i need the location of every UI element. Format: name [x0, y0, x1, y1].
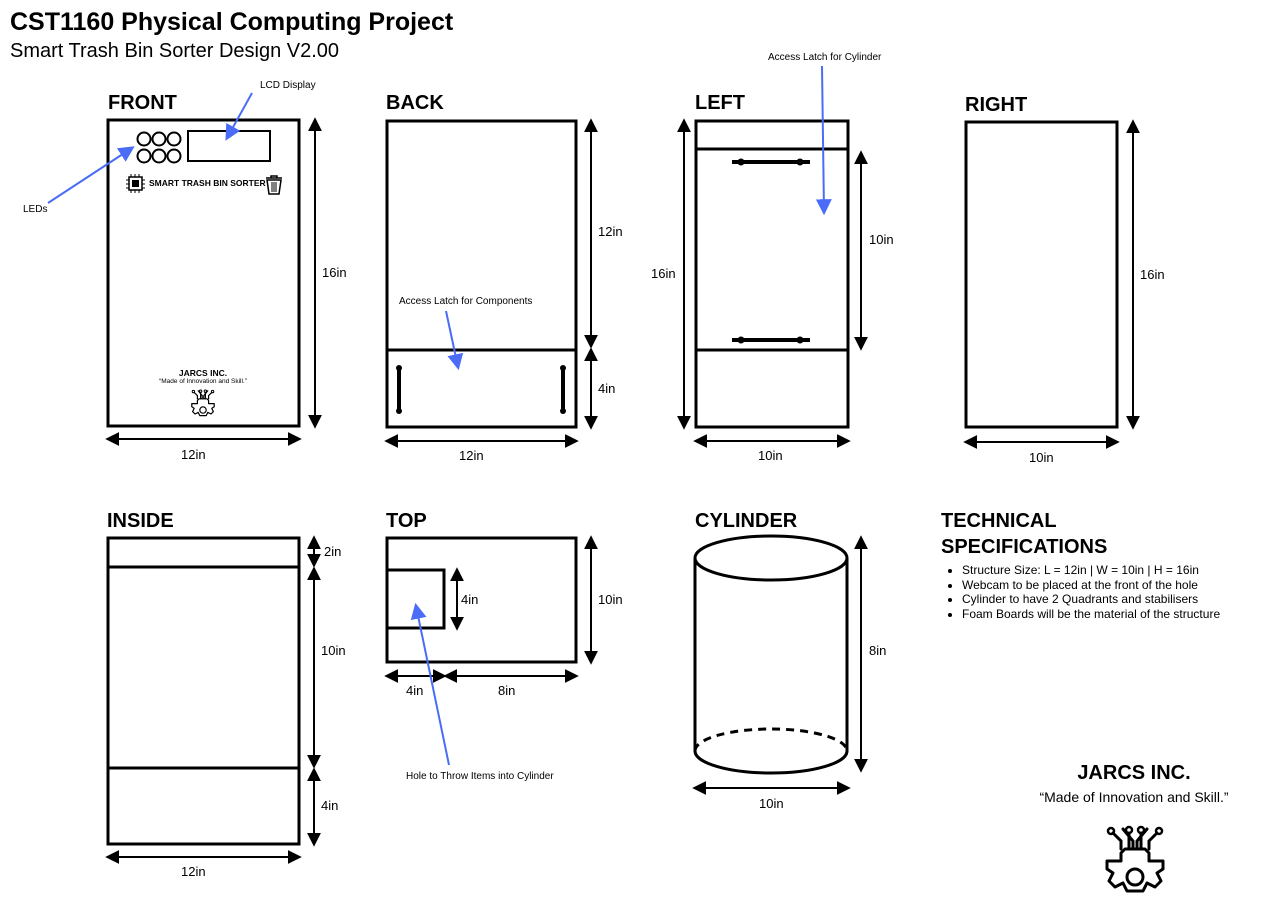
back-view: [384, 118, 598, 448]
top-height-dim: 10in: [598, 592, 623, 607]
led-array: [136, 131, 182, 164]
front-height-dim: 16in: [322, 265, 347, 280]
left-latch-handle-bottom: [732, 336, 810, 344]
page-title: CST1160 Physical Computing Project: [10, 8, 454, 36]
back-lower-dim: 4in: [598, 381, 616, 396]
back-latch-handle-left: [396, 365, 402, 414]
inside-top-dim: 2in: [324, 544, 342, 559]
leds-callout: LEDs: [23, 204, 48, 215]
left-height-dim: 16in: [651, 266, 676, 281]
inside-width-dim: 12in: [181, 864, 206, 879]
front-view: [47, 92, 322, 446]
right-width-dim: 10in: [1029, 450, 1054, 465]
inside-label: INSIDE: [107, 510, 174, 532]
spec-item: Structure Size: L = 12in | W = 10in | H …: [962, 563, 1262, 578]
left-view: [677, 65, 868, 448]
front-label: FRONT: [108, 92, 177, 114]
circuit-gear-logo-icon: [1105, 825, 1165, 893]
specs-list: Structure Size: L = 12in | W = 10in | H …: [941, 563, 1262, 621]
top-hole-width-dim: 4in: [406, 683, 424, 698]
front-logo-text: SMART TRASH BIN SORTER: [149, 178, 266, 188]
right-view: [963, 119, 1140, 449]
cylinder-width-dim: 10in: [759, 796, 784, 811]
top-rest-width-dim: 8in: [498, 683, 516, 698]
lcd-display-callout: LCD Display: [260, 80, 316, 91]
cylinder-label: CYLINDER: [695, 510, 798, 532]
cylinder-view: [692, 534, 868, 795]
left-label: LEFT: [695, 92, 745, 114]
footer-company-name: JARCS INC.: [1077, 762, 1191, 784]
back-latch-handle-right: [560, 365, 566, 414]
specs-title: TECHNICAL SPECIFICATIONS: [941, 510, 1108, 558]
back-width-dim: 12in: [459, 448, 484, 463]
footer-company-slogan: “Made of Innovation and Skill.”: [1039, 789, 1229, 805]
inside-bottom-dim: 4in: [321, 798, 339, 813]
front-width-dim: 12in: [181, 447, 206, 462]
page-subtitle: Smart Trash Bin Sorter Design V2.00: [10, 40, 340, 62]
front-company-slogan: “Made of Innovation and Skill.”: [159, 378, 247, 385]
left-width-dim: 10in: [758, 448, 783, 463]
right-label: RIGHT: [965, 94, 1028, 116]
back-upper-dim: 12in: [598, 224, 623, 239]
chip-icon: [126, 174, 145, 193]
left-latch-callout: Access Latch for Cylinder: [768, 52, 882, 63]
spec-item: Cylinder to have 2 Quadrants and stabili…: [962, 592, 1262, 607]
top-hole: [385, 568, 446, 630]
cylinder-height-dim: 8in: [869, 643, 887, 658]
top-hole-height-dim: 4in: [461, 592, 479, 607]
trash-can-icon: [266, 175, 282, 195]
back-latch-callout: Access Latch for Components: [399, 296, 533, 307]
spec-item: Foam Boards will be the material of the …: [962, 607, 1262, 622]
front-panel: [106, 118, 301, 428]
right-height-dim: 16in: [1140, 267, 1165, 282]
front-company-name: JARCS INC.: [178, 368, 228, 378]
top-label: TOP: [386, 510, 427, 532]
back-label: BACK: [386, 92, 444, 114]
top-view: [384, 535, 598, 766]
left-inner-dim: 10in: [869, 232, 894, 247]
top-hole-callout: Hole to Throw Items into Cylinder: [406, 771, 554, 782]
front-logo-icon: [191, 389, 215, 417]
spec-item: Webcam to be placed at the front of the …: [962, 578, 1262, 593]
left-latch-handle-top: [732, 158, 810, 166]
inside-view: [105, 535, 321, 864]
inside-middle-dim: 10in: [321, 643, 346, 658]
